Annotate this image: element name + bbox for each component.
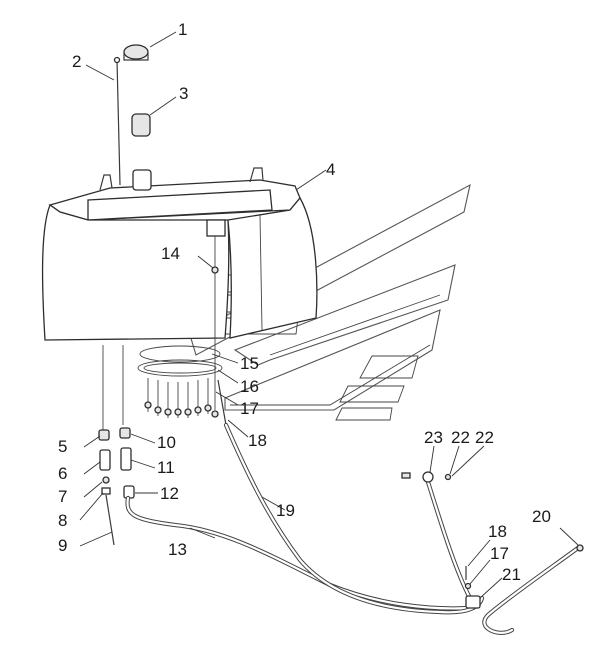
hoses [125,422,581,635]
callout-22b: 22 [475,428,494,447]
decal-stripe-2 [230,344,431,406]
hose-19 [223,422,485,615]
callout-5: 5 [58,437,67,456]
banjo-fitting [422,471,434,483]
fitting-8 [101,487,111,495]
tank-tab-left [99,174,113,191]
callout-7: 7 [58,487,67,506]
valve-21 [465,595,481,609]
callout-12: 12 [160,484,179,503]
dip-rod [116,59,121,186]
left-fittings [98,345,115,546]
callout-9: 9 [58,536,67,555]
callout-15: 15 [240,354,259,373]
callout-21: 21 [502,565,521,584]
connector-20 [576,544,584,552]
callout-22a: 22 [451,428,470,447]
filler-neck [132,169,152,191]
mount-ring [137,359,223,377]
bolt-23 [401,472,411,479]
callout-14: 14 [161,244,180,263]
dip-rod-top [113,56,121,64]
decal-stripe-1 [269,294,441,356]
filler-parts [113,44,152,191]
callouts: 1 2 3 4 5 6 7 8 9 10 11 12 13 14 15 16 1… [58,20,551,584]
tank-side [227,196,318,339]
callout-3: 3 [179,84,188,103]
callout-1: 1 [178,20,187,39]
callout-19: 19 [276,501,295,520]
callout-10: 10 [157,433,176,452]
sender-tube [217,379,227,426]
tank-bracket [206,219,226,237]
valve-parts [401,471,584,609]
tank-tab-right [249,167,264,183]
tank-front [41,203,230,341]
grommet [131,113,151,137]
fitting-10 [119,427,131,439]
fitting-5 [98,429,110,441]
fitting-7 [102,476,110,484]
callout-2: 2 [72,52,81,71]
decal-middle [233,264,456,366]
mount-ring-inner [143,362,217,374]
callout-4: 4 [326,160,335,179]
callout-17: 17 [240,399,259,418]
plug-14 [211,266,219,274]
fitting-11 [120,447,132,471]
callout-11: 11 [157,458,175,477]
clip-17 [464,582,472,590]
decal-box-e [339,385,405,403]
callout-18: 18 [248,431,267,450]
leader-lines [79,31,579,599]
callout-18b: 18 [488,522,507,541]
ring-bolts [144,378,219,418]
callout-13: 13 [168,540,187,559]
tank-rim [87,189,273,221]
callout-17b: 17 [490,544,509,563]
right-fittings [119,345,135,499]
fuel-tank [41,167,318,410]
callout-23: 23 [424,428,443,447]
fuel-cap-body [123,52,149,61]
callout-8: 8 [58,511,67,530]
callout-20: 20 [532,507,551,526]
callout-16: 16 [240,377,259,396]
tank-side-edge [259,214,263,331]
decal-box-d [359,355,419,379]
decal-box-f [335,407,393,421]
pipe-9 [105,494,115,546]
fuel-cap [123,44,149,60]
fitting-6 [99,449,111,471]
decal-lower [224,309,441,411]
callout-6: 6 [58,464,67,483]
washer-22 [444,473,452,481]
sender-assembly [137,266,227,426]
gasket-ring [139,345,221,363]
